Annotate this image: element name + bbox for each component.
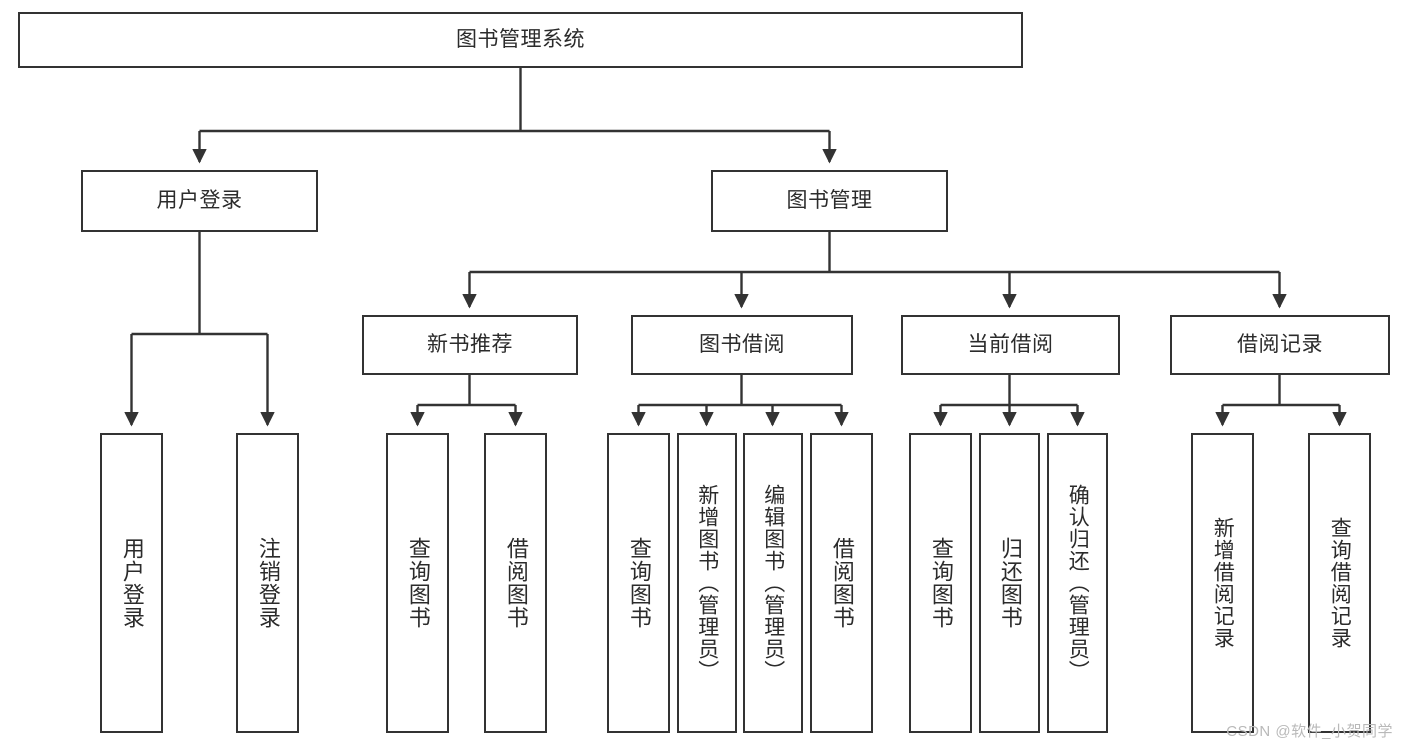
node-label: 用户登录 — [119, 537, 145, 629]
node-label: 查询借阅记录 — [1328, 517, 1352, 649]
node-label: 借阅记录 — [1237, 332, 1323, 356]
node-book-borrow[interactable]: 图书借阅 — [631, 315, 853, 375]
node-label: 查询图书 — [405, 537, 431, 629]
leaf-book-borrow-borrow[interactable]: 借阅图书 — [810, 433, 873, 733]
leaf-borrow-record-add[interactable]: 新增借阅记录 — [1191, 433, 1254, 733]
leaf-user-login-login[interactable]: 用户登录 — [100, 433, 163, 733]
leaf-borrow-record-query[interactable]: 查询借阅记录 — [1308, 433, 1371, 733]
node-label: 注销登录 — [255, 537, 281, 629]
node-label: 查询图书 — [928, 537, 954, 629]
node-root-system[interactable]: 图书管理系统 — [18, 12, 1023, 68]
node-book-management[interactable]: 图书管理 — [711, 170, 948, 232]
leaf-user-login-logout[interactable]: 注销登录 — [236, 433, 299, 733]
node-label: 确认归还（管理员） — [1066, 484, 1090, 682]
node-label: 图书管理 — [786, 188, 873, 212]
node-label: 图书管理系统 — [456, 27, 585, 51]
node-label: 用户登录 — [156, 188, 243, 212]
node-current-borrow[interactable]: 当前借阅 — [901, 315, 1120, 375]
leaf-new-book-query[interactable]: 查询图书 — [386, 433, 449, 733]
node-label: 图书借阅 — [699, 332, 785, 356]
leaf-book-borrow-query[interactable]: 查询图书 — [607, 433, 670, 733]
node-label: 新增图书（管理员） — [695, 484, 719, 682]
node-label: 借阅图书 — [829, 537, 855, 629]
node-label: 归还图书 — [997, 537, 1023, 629]
leaf-current-borrow-confirm-return[interactable]: 确认归还（管理员） — [1047, 433, 1108, 733]
node-label: 当前借阅 — [967, 332, 1054, 356]
leaf-new-book-borrow[interactable]: 借阅图书 — [484, 433, 547, 733]
node-label: 新书推荐 — [427, 332, 513, 356]
leaf-current-borrow-return[interactable]: 归还图书 — [979, 433, 1040, 733]
leaf-current-borrow-query[interactable]: 查询图书 — [909, 433, 972, 733]
node-label: 编辑图书（管理员） — [761, 484, 785, 682]
node-label: 借阅图书 — [503, 537, 529, 629]
leaf-book-borrow-edit[interactable]: 编辑图书（管理员） — [743, 433, 803, 733]
node-label: 新增借阅记录 — [1211, 517, 1235, 649]
node-user-login[interactable]: 用户登录 — [81, 170, 318, 232]
watermark-text: CSDN @软件_小贺同学 — [1226, 723, 1393, 740]
node-borrow-record[interactable]: 借阅记录 — [1170, 315, 1390, 375]
leaf-book-borrow-add[interactable]: 新增图书（管理员） — [677, 433, 737, 733]
node-new-book-recommend[interactable]: 新书推荐 — [362, 315, 578, 375]
node-label: 查询图书 — [626, 537, 652, 629]
